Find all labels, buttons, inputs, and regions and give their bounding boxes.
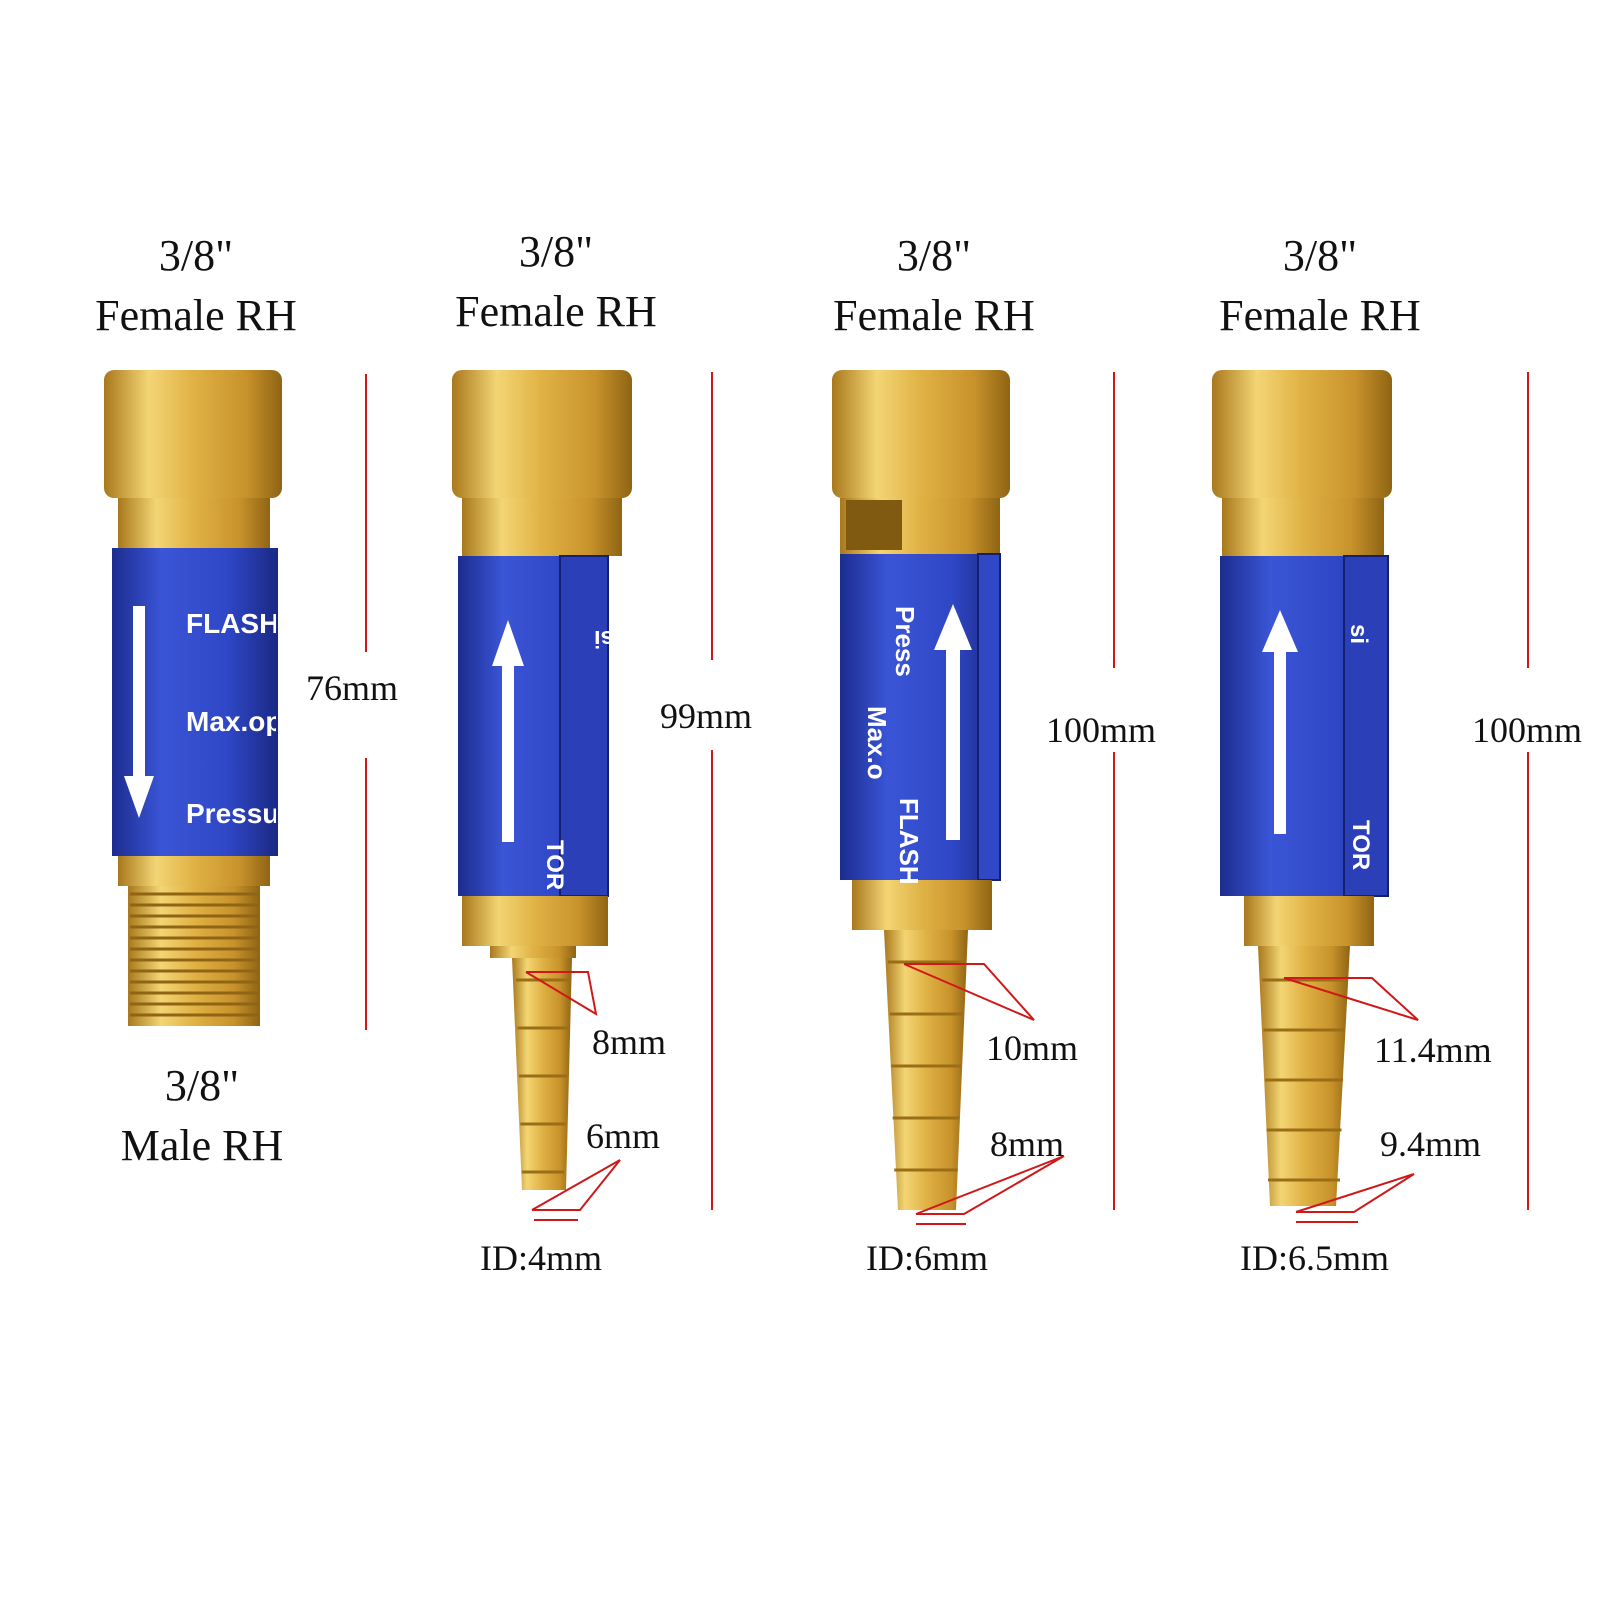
barb-tip-label-2: 6mm xyxy=(586,1116,661,1156)
up-arrow-icon xyxy=(934,604,972,840)
thread-type-label-4: Female RH xyxy=(1219,291,1421,340)
up-arrow-icon xyxy=(1262,610,1298,834)
length-label-2: 99mm xyxy=(660,696,753,736)
dimension-lines xyxy=(365,372,1529,1210)
barb-od-label-3: 10mm xyxy=(986,1028,1079,1068)
female-nut-4 xyxy=(1212,370,1392,498)
barb-od-label-2: 8mm xyxy=(592,1022,667,1062)
thread-size-label-3: 3/8" xyxy=(896,231,972,280)
length-label-4: 100mm xyxy=(1472,710,1583,750)
thread-size-label-4: 3/8" xyxy=(1282,231,1358,280)
sleeve-text-2b: psi xyxy=(594,625,629,652)
collar-2 xyxy=(462,498,622,556)
male-thread-type-label: Male RH xyxy=(120,1121,284,1170)
barb-dimension-leaders xyxy=(525,963,1419,1225)
thread-type-label-1: Female RH xyxy=(95,291,297,340)
sleeve-text-2a: TOR xyxy=(541,840,568,891)
arrestor-2 xyxy=(452,370,632,1190)
inner-diameter-label-2: ID:4mm xyxy=(480,1238,602,1278)
arrestor-3 xyxy=(832,370,1010,1210)
arrestor-1 xyxy=(104,370,282,1026)
thread-type-label-2: Female RH xyxy=(455,287,657,336)
blue-sleeve-3 xyxy=(840,554,1000,880)
collar-1 xyxy=(118,498,270,548)
sleeve-text-1a: FLASHB xyxy=(186,610,276,638)
female-nut-3 xyxy=(832,370,1010,498)
thread-type-label-3: Female RH xyxy=(833,291,1035,340)
sleeve-text-3a: FLASH xyxy=(894,798,924,885)
inner-diameter-label-3: ID:6mm xyxy=(866,1238,988,1278)
hose-barb-2 xyxy=(512,958,572,1190)
sleeve-text-1c: Pressure xyxy=(186,800,276,828)
length-label-1: 76mm xyxy=(306,668,399,708)
sleeve-text-4a: TOR xyxy=(1347,820,1374,871)
sleeve-text-4b: si xyxy=(1345,624,1372,645)
sleeve-text-1b: Max.ope xyxy=(186,708,276,736)
barb-tip-label-4: 9.4mm xyxy=(1380,1124,1482,1164)
thread-size-label-2: 3/8" xyxy=(518,227,594,276)
sleeve-text-3b: Max.o xyxy=(862,706,892,780)
barb-tip-label-3: 8mm xyxy=(990,1124,1065,1164)
inner-diameter-label-4: ID:6.5mm xyxy=(1240,1238,1389,1278)
hose-barb-4 xyxy=(1258,946,1350,1206)
arrestor-4 xyxy=(1212,370,1392,1206)
male-thread-1 xyxy=(128,886,260,1026)
barb-od-label-4: 11.4mm xyxy=(1374,1030,1492,1070)
sleeve-text-3c: Press xyxy=(890,606,920,677)
hose-barb-3 xyxy=(884,930,968,1210)
collar-4 xyxy=(1222,498,1384,556)
down-arrow-icon xyxy=(124,606,154,818)
female-nut-2 xyxy=(452,370,632,498)
thread-size-label-1: 3/8" xyxy=(158,231,234,280)
up-arrow-icon xyxy=(492,620,524,842)
female-nut-1 xyxy=(104,370,282,498)
male-thread-size-label: 3/8" xyxy=(164,1061,240,1110)
length-label-3: 100mm xyxy=(1046,710,1157,750)
